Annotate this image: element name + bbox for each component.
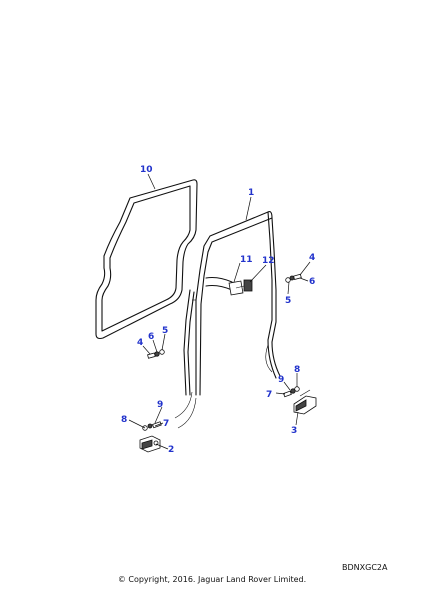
callout-5-front: 5 bbox=[162, 326, 168, 336]
lower-rear-bracket bbox=[293, 389, 317, 415]
lower-front-bracket bbox=[139, 435, 161, 453]
callout-3: 3 bbox=[291, 426, 297, 436]
channel-clip-bracket bbox=[205, 276, 253, 296]
lower-run-lines bbox=[174, 344, 273, 429]
door-seal-frame bbox=[95, 179, 198, 340]
callout-7-front: 7 bbox=[163, 419, 169, 429]
callout-10: 10 bbox=[140, 165, 153, 175]
callout-6-front: 6 bbox=[148, 332, 154, 342]
callout-7-rear: 7 bbox=[266, 390, 272, 400]
callout-4-rear: 4 bbox=[309, 253, 315, 263]
callout-9-front: 9 bbox=[157, 400, 163, 410]
rear-lower-fasteners bbox=[283, 386, 300, 398]
copyright-notice: © Copyright, 2016. Jaguar Land Rover Lim… bbox=[117, 575, 307, 584]
front-lower-fasteners bbox=[142, 421, 162, 431]
callout-1: 1 bbox=[248, 188, 254, 198]
callout-labels: 10 1 11 12 4 6 5 4 6 5 8 9 7 3 9 8 7 2 bbox=[121, 165, 315, 455]
front-mid-fasteners bbox=[147, 349, 165, 359]
callout-5-rear: 5 bbox=[285, 296, 291, 306]
diagram-reference-code: BDNXGC2A bbox=[342, 563, 388, 572]
callout-9-rear: 9 bbox=[278, 375, 284, 385]
callout-11: 11 bbox=[240, 255, 253, 265]
callout-2: 2 bbox=[168, 445, 174, 455]
callout-8-front: 8 bbox=[121, 415, 127, 425]
callout-8-rear: 8 bbox=[294, 365, 300, 375]
callout-4-front: 4 bbox=[137, 338, 143, 348]
leader-lines bbox=[128, 173, 311, 450]
glass-run-channel bbox=[183, 211, 281, 396]
callout-6-rear: 6 bbox=[309, 277, 315, 287]
rear-upper-fasteners bbox=[285, 273, 302, 283]
callout-12: 12 bbox=[262, 256, 275, 266]
